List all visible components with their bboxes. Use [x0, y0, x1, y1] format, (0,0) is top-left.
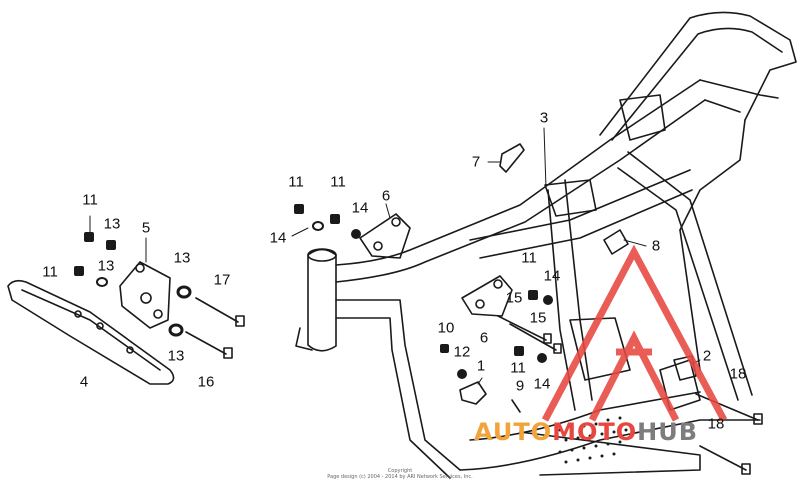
watermark-text: AUTOMOTOHUB	[474, 418, 698, 446]
watermark-logo	[541, 244, 728, 422]
callout-14-c: 14	[543, 267, 561, 285]
callout-11-e: 11	[521, 249, 537, 267]
engine-bracket-left	[119, 261, 171, 329]
callout-4: 4	[79, 373, 89, 391]
skid-plate	[7, 279, 175, 385]
bolt-9	[511, 399, 521, 413]
callout-13-b: 13	[97, 257, 115, 275]
callout-7: 7	[471, 153, 481, 171]
callout-17: 17	[213, 271, 231, 289]
callout-11-c: 11	[288, 173, 304, 191]
engine-hanger-plate-upper	[359, 213, 411, 259]
watermark-part3: HUB	[637, 418, 699, 446]
bolt-16	[185, 331, 233, 359]
callout-11-f: 11	[510, 359, 526, 377]
callout-11-d: 11	[330, 173, 346, 191]
callout-6-lower: 6	[479, 329, 489, 347]
callout-5: 5	[141, 219, 151, 237]
callout-14-d: 14	[533, 375, 551, 393]
callout-14-a: 14	[269, 229, 287, 247]
callout-15-b: 15	[529, 309, 547, 327]
callout-1: 1	[476, 357, 486, 375]
bolt-15a	[497, 315, 552, 344]
copyright-line2: Page design (c) 2004 - 2014 by ARI Netwo…	[327, 474, 473, 480]
callout-12: 12	[453, 343, 471, 361]
callout-9: 9	[515, 377, 525, 395]
callout-2: 2	[702, 347, 712, 365]
part1-bracket	[459, 381, 487, 405]
callout-6-upper: 6	[381, 187, 391, 205]
skid-plate-dimples	[558, 416, 628, 464]
part8-plate	[603, 229, 629, 255]
part2-clip	[673, 355, 697, 381]
callout-14-b: 14	[351, 199, 369, 217]
callout-13-c: 13	[173, 249, 191, 267]
callout-11-b: 11	[42, 263, 58, 281]
callout-3: 3	[539, 109, 549, 127]
engine-hanger-plate-lower	[461, 275, 513, 317]
copyright-notice: Copyright Page design (c) 2004 - 2014 by…	[327, 468, 473, 480]
bolt-15b	[509, 323, 562, 354]
bolt-18a	[695, 393, 763, 425]
copyright-line1: Copyright	[387, 468, 413, 474]
callout-11-a: 11	[82, 191, 98, 209]
watermark-part1: AUTO	[474, 418, 553, 446]
callout-8: 8	[651, 237, 661, 255]
part7-tag	[499, 143, 525, 173]
callout-13-d: 13	[167, 347, 185, 365]
watermark-part2: MOTO	[552, 418, 638, 446]
callout-18-b: 18	[707, 415, 725, 433]
bolt-17	[195, 297, 245, 327]
callout-13-a: 13	[103, 215, 121, 233]
bolt-18b	[699, 445, 751, 475]
nuts-and-washers	[74, 204, 553, 379]
callout-16: 16	[197, 373, 215, 391]
callout-15-a: 15	[505, 289, 523, 307]
callout-18-a: 18	[729, 365, 747, 383]
callout-10: 10	[437, 319, 455, 337]
